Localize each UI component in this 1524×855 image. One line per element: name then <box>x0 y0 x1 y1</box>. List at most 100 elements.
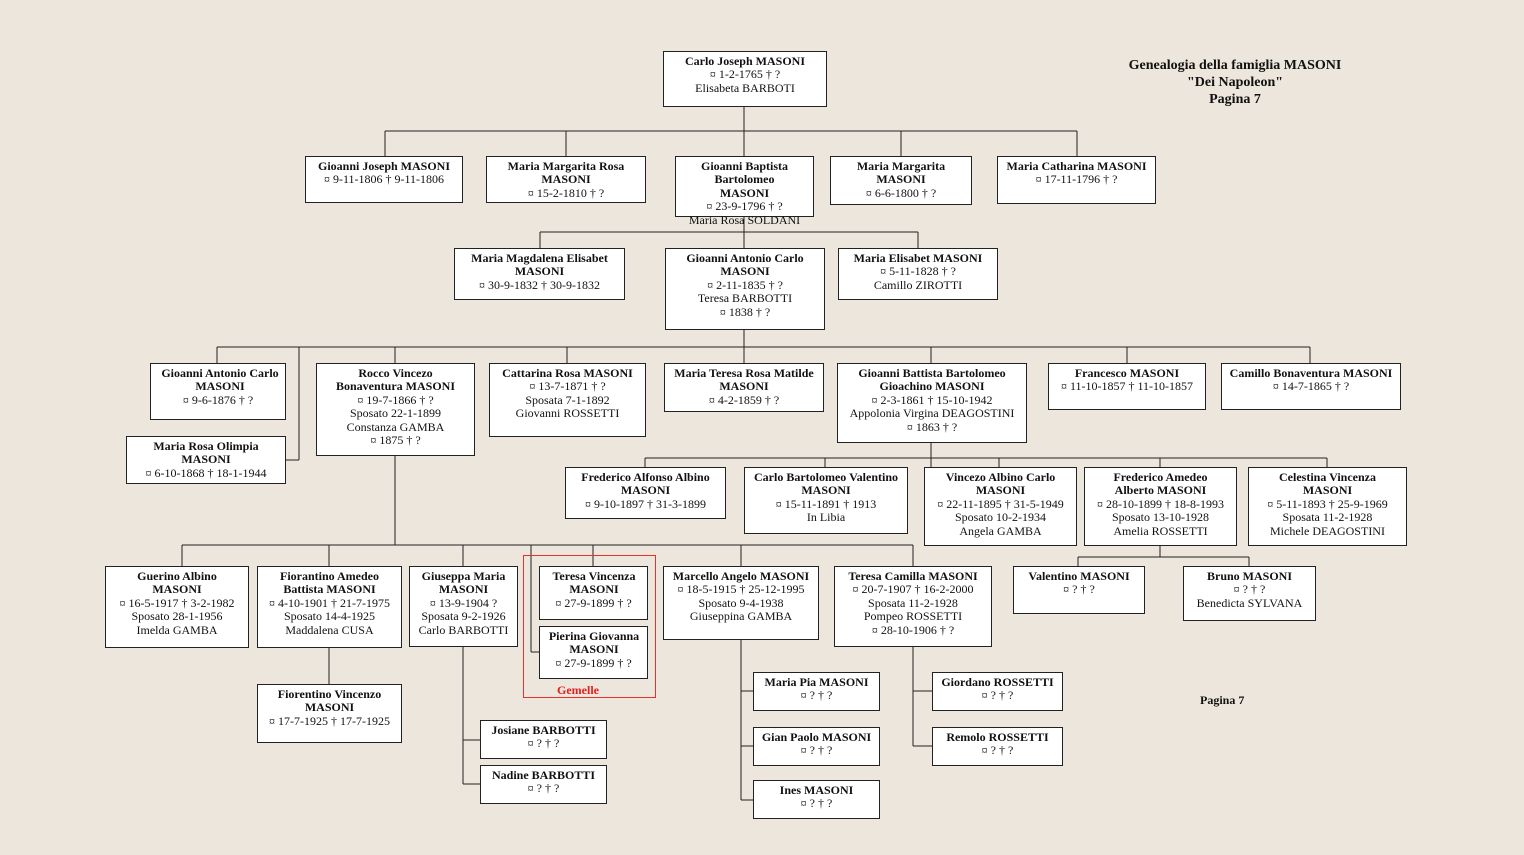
person-name: Celestina Vincenza MASONI <box>1279 470 1376 498</box>
person-name: Pierina Giovanna MASONI <box>548 629 640 657</box>
person-detail-line: Pompeo ROSSETTI <box>863 609 963 624</box>
person-detail-line: Sposato 28-1-1956 <box>131 609 223 624</box>
person-box-pierina: Pierina Giovanna MASONI¤ 27-9-1899 † ? <box>539 626 648 679</box>
person-detail-line: ¤ ? † ? <box>800 688 833 703</box>
person-detail-line: ¤ 2-11-1835 † ? <box>707 277 783 292</box>
person-detail-line: ¤ 9-11-1806 † 9-11-1806 <box>323 172 445 187</box>
person-detail-line: Maddalena CUSA <box>285 622 374 637</box>
person-detail-line: ¤ 18-5-1915 † 25-12-1995 <box>677 582 805 597</box>
person-name: Maria Margarita MASONI <box>856 159 946 187</box>
person-detail-line: Sposato 14-4-1925 <box>284 609 375 624</box>
person-name: Maria Teresa Rosa Matilde MASONI <box>674 366 814 394</box>
person-detail-line: ¤ 15-2-1810 † ? <box>527 185 605 200</box>
person-box-marcello: Marcello Angelo MASONI¤ 18-5-1915 † 25-1… <box>663 566 819 640</box>
person-box-maria-elisabet: Maria Elisabet MASONI¤ 5-11-1828 † ?Cami… <box>838 248 998 300</box>
person-detail-line: Sposato 9-4-1938 <box>698 595 784 610</box>
person-name: Rocco Vincezo Bonaventura MASONI <box>335 366 455 394</box>
footer-page-label: Pagina 7 <box>1200 693 1245 707</box>
person-box-giuseppa: Giuseppa Maria MASONI¤ 13-9-1904 ?Sposat… <box>409 566 518 647</box>
person-detail-line: ¤ 13-7-1871 † ? <box>529 379 606 394</box>
person-box-gioanni-joseph: Gioanni Joseph MASONI¤ 9-11-1806 † 9-11-… <box>305 156 463 203</box>
person-box-giordano: Giordano ROSSETTI¤ ? † ? <box>932 672 1063 711</box>
person-name: Nadine BARBOTTI <box>491 768 596 782</box>
person-box-gioanni-baptista: Gioanni Baptista Bartolomeo MASONI¤ 23-9… <box>675 156 814 227</box>
person-name: Remolo ROSSETTI <box>946 730 1049 744</box>
person-name: Maria Catharina MASONI <box>1006 159 1147 173</box>
person-detail-line: ¤ 5-11-1893 † 25-9-1969 <box>1267 496 1388 511</box>
person-box-maria-magdalena: Maria Magdalena Elisabet MASONI¤ 30-9-18… <box>454 248 625 300</box>
person-detail-line: Appolonia Virgina DEAGOSTINI <box>849 406 1015 421</box>
person-box-carlo-joseph: Carlo Joseph MASONI¤ 1-2-1765 † ?Elisabe… <box>663 51 827 107</box>
person-detail-line: Amelia ROSSETTI <box>1113 523 1208 538</box>
person-detail-line: Michele DEAGOSTINI <box>1270 523 1385 538</box>
person-detail-line: ¤ 1875 † ? <box>370 433 421 448</box>
person-detail-line: ¤ 4-10-1901 † 21-7-1975 <box>269 595 390 610</box>
person-detail-line: ¤ ? † ? <box>1233 582 1266 597</box>
person-detail-line: ¤ 2-3-1861 † 15-10-1942 <box>871 392 993 407</box>
person-name: Gioanni Joseph MASONI <box>317 159 451 173</box>
person-detail-line: ¤ 30-9-1832 † 30-9-1832 <box>479 277 600 292</box>
person-detail-line: ¤ 6-10-1868 † 18-1-1944 <box>145 465 267 480</box>
person-detail-line: Maria Rosa SOLDANI <box>688 212 801 227</box>
person-detail-line: Imelda GAMBA <box>136 622 218 637</box>
person-name: Gioanni Antonio Carlo MASONI <box>686 251 804 279</box>
person-box-maria-teresa-rosa: Maria Teresa Rosa Matilde MASONI¤ 4-2-18… <box>664 363 824 412</box>
person-detail-line: Sposato 13-10-1928 <box>1112 510 1209 525</box>
person-detail-line: ¤ 6-6-1800 † ? <box>865 185 937 200</box>
person-detail-line: ¤ 23-9-1796 † ? <box>706 199 783 214</box>
subtitle-line: "Dei Napoleon" <box>1186 75 1284 90</box>
person-detail-line: ¤ 9-10-1897 † 31-3-1899 <box>585 496 706 511</box>
person-box-francesco: Francesco MASONI¤ 11-10-1857 † 11-10-185… <box>1048 363 1206 410</box>
person-box-gioanni-antonio-carlo2: Gioanni Antonio Carlo MASONI¤ 9-6-1876 †… <box>150 363 286 420</box>
person-detail-line: ¤ ? † ? <box>981 688 1014 703</box>
person-detail-line: ¤ 5-11-1828 † ? <box>880 264 956 279</box>
person-box-maria-catharina: Maria Catharina MASONI¤ 17-11-1796 † ? <box>997 156 1156 204</box>
person-detail-line: In Libia <box>806 510 846 525</box>
person-detail-line: ¤ 1863 † ? <box>906 419 958 434</box>
person-detail-line: Sposato 10-2-1934 <box>955 510 1046 525</box>
person-detail-line: ¤ 17-7-1925 † 17-7-1925 <box>269 713 390 728</box>
person-detail-line: Sposata 9-2-1926 <box>421 609 506 624</box>
person-detail-line: ¤ 1-2-1765 † ? <box>709 67 781 82</box>
person-detail-line: ¤ ? † ? <box>527 736 560 751</box>
person-detail-line: Carlo BARBOTTI <box>418 622 509 637</box>
person-name: Camillo Bonaventura MASONI <box>1229 366 1393 380</box>
person-box-josiane: Josiane BARBOTTI¤ ? † ? <box>480 720 607 759</box>
person-name: Josiane BARBOTTI <box>491 723 596 737</box>
person-name: Valentino MASONI <box>1028 569 1130 583</box>
person-name: Vincezo Albino Carlo MASONI <box>945 470 1056 498</box>
person-detail-line: ¤ ? † ? <box>800 743 833 758</box>
person-detail-line: Camillo ZIROTTI <box>873 277 963 292</box>
person-box-teresa-camilla: Teresa Camilla MASONI¤ 20-7-1907 † 16-2-… <box>834 566 992 647</box>
person-box-gioanni-antonio-carlo: Gioanni Antonio Carlo MASONI¤ 2-11-1835 … <box>665 248 825 330</box>
person-name: Cattarina Rosa MASONI <box>502 366 633 380</box>
person-detail-line: Sposata 11-2-1928 <box>1282 510 1373 525</box>
person-detail-line: ¤ 11-10-1857 † 11-10-1857 <box>1060 379 1194 394</box>
person-box-carlo-bartolomeo: Carlo Bartolomeo Valentino MASONI¤ 15-11… <box>744 467 908 534</box>
person-detail-line: ¤ ? † ? <box>527 781 560 796</box>
person-detail-line: Angela GAMBA <box>959 523 1042 538</box>
person-box-frederico-alfonso: Frederico Alfonso Albino MASONI¤ 9-10-18… <box>565 467 726 519</box>
person-box-nadine: Nadine BARBOTTI¤ ? † ? <box>480 765 607 804</box>
person-name: Ines MASONI <box>779 783 854 797</box>
person-name: Maria Pia MASONI <box>764 675 869 689</box>
person-box-vincezo-albino: Vincezo Albino Carlo MASONI¤ 22-11-1895 … <box>924 467 1077 546</box>
person-name: Frederico Alfonso Albino MASONI <box>581 470 710 498</box>
person-name: Francesco MASONI <box>1074 366 1180 380</box>
person-name: Maria Rosa Olimpia MASONI <box>153 439 259 467</box>
person-detail-line: Teresa BARBOTTI <box>697 291 793 306</box>
person-detail-line: ¤ ? † ? <box>800 796 833 811</box>
person-detail-line: ¤ 9-6-1876 † ? <box>182 392 254 407</box>
person-box-gian-paolo: Gian Paolo MASONI¤ ? † ? <box>753 727 880 766</box>
person-box-maria-margarita-rosa: Maria Margarita Rosa MASONI¤ 15-2-1810 †… <box>486 156 646 203</box>
person-detail-line: ¤ 16-5-1917 † 3-2-1982 <box>119 595 235 610</box>
person-box-maria-margarita: Maria Margarita MASONI¤ 6-6-1800 † ? <box>830 156 972 205</box>
person-name: Giordano ROSSETTI <box>941 675 1054 689</box>
person-name: Carlo Joseph MASONI <box>684 54 805 68</box>
person-detail-line: Constanza GAMBA <box>346 419 445 434</box>
twins-label: Gemelle <box>557 683 599 697</box>
chart-title: Genealogia della famiglia MASONI "Dei Na… <box>1085 57 1385 108</box>
person-detail-line: Giovanni ROSSETTI <box>515 406 620 421</box>
person-name: Gian Paolo MASONI <box>761 730 872 744</box>
title-line: Genealogia della famiglia MASONI <box>1128 58 1342 73</box>
